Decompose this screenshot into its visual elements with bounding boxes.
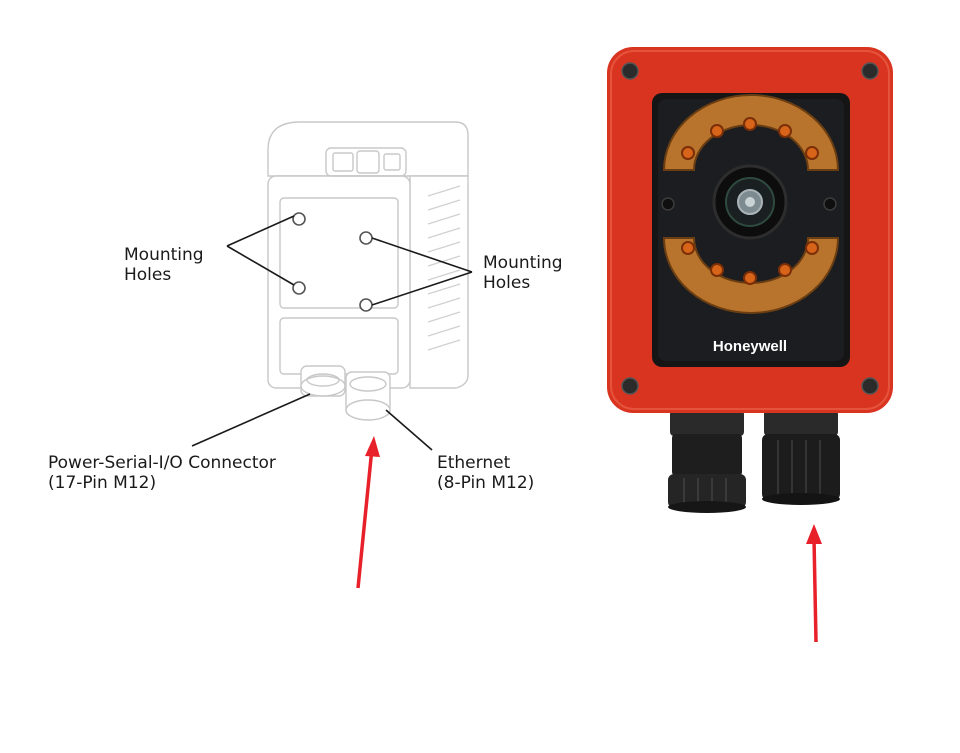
- mounting-holes-left-label: Holes: [124, 265, 171, 285]
- power-connector-label: Power-Serial-I/O Connector: [48, 453, 276, 473]
- mounting-hole: [293, 213, 305, 225]
- mounting-holes-right-label: Mounting: [483, 253, 563, 273]
- ethernet-connector-sketch: [346, 372, 390, 420]
- ethernet-gland: [762, 410, 840, 505]
- power-connector-sketch: [301, 366, 345, 396]
- ethernet-label: Ethernet: [437, 453, 511, 473]
- ethernet-label: (8-Pin M12): [437, 473, 534, 493]
- mounting-hole: [360, 232, 372, 244]
- scanner-sketch: [268, 122, 468, 420]
- power-connector-label: (17-Pin M12): [48, 473, 156, 493]
- scanner-photo: Honeywell: [607, 47, 893, 513]
- honeywell-logo: Honeywell: [713, 338, 787, 355]
- mounting-hole: [293, 282, 305, 294]
- red-arrow: [806, 524, 822, 642]
- mounting-holes-left-label: Mounting: [124, 245, 204, 265]
- mounting-holes-right-label: Holes: [483, 273, 530, 293]
- red-arrow: [358, 436, 380, 588]
- mounting-hole: [360, 299, 372, 311]
- power-gland: [668, 410, 746, 513]
